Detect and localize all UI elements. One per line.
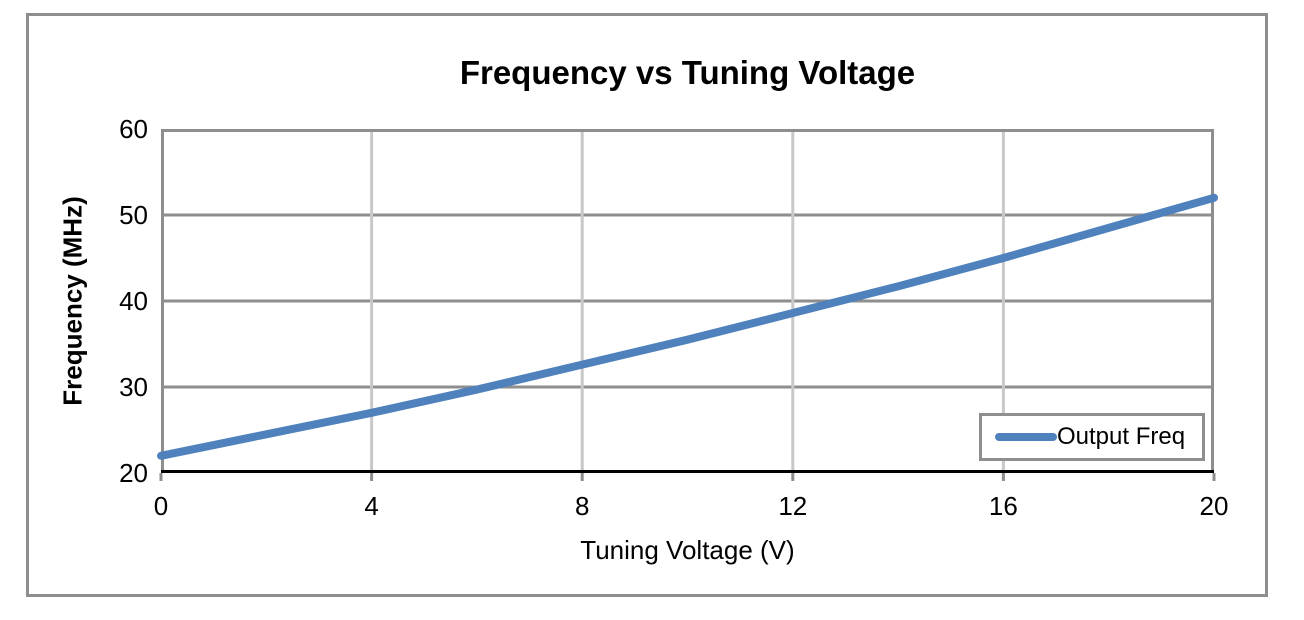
x-tick-label: 12: [778, 491, 808, 521]
plot-area: Output Freq: [157, 129, 1218, 481]
line-chart-svg: [157, 129, 1218, 481]
y-tick-label: 40: [119, 286, 148, 316]
legend-line-swatch: [995, 433, 1057, 441]
chart-title: Frequency vs Tuning Voltage: [459, 54, 916, 91]
x-tick-label: 0: [153, 491, 169, 521]
series-line-output-freq: [157, 193, 1218, 460]
legend-label: Output Freq: [1057, 423, 1186, 450]
x-axis-title: Tuning Voltage (V): [580, 535, 795, 565]
y-tick-label: 60: [119, 114, 148, 144]
legend: Output Freq: [979, 413, 1205, 461]
x-tick-label: 20: [1199, 491, 1229, 521]
x-tick-label: 16: [988, 491, 1018, 521]
chart-frame: Frequency vs Tuning Voltage Frequency (M…: [26, 13, 1268, 597]
y-tick-label: 50: [119, 200, 148, 230]
y-tick-label: 20: [119, 458, 148, 488]
y-tick-label: 30: [119, 372, 148, 402]
x-tick-label: 4: [364, 491, 379, 521]
x-tick-label: 8: [574, 491, 590, 521]
